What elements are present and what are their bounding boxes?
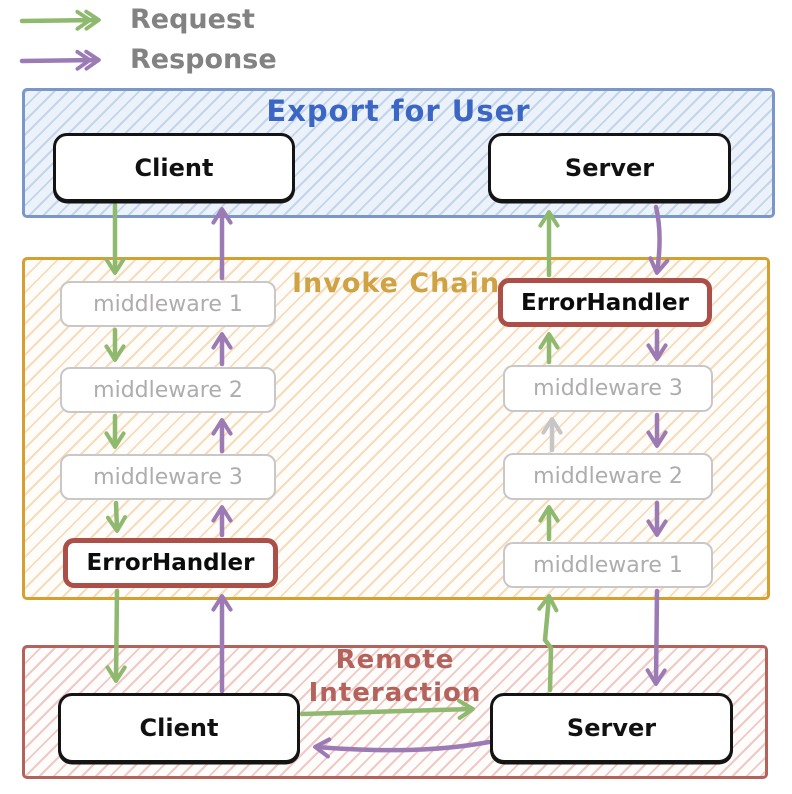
remote-interaction-title-line1: Remote	[335, 645, 455, 675]
legend-request-label: Request	[130, 4, 255, 35]
bottom-client-node: Client	[58, 693, 300, 763]
invoke-chain-title: Invoke Chain	[291, 268, 501, 299]
response-arrow-icon	[19, 60, 98, 61]
left-middleware-2-node: middleware 2	[60, 367, 276, 413]
right-middleware-2-node: middleware 2	[503, 453, 713, 500]
remote-interaction-title: Remote Interaction	[22, 644, 768, 710]
top-server-node: Server	[488, 133, 731, 202]
top-client-node: Client	[53, 133, 295, 202]
export-for-user-title: Export for User	[266, 94, 531, 128]
left-error-handler-node: ErrorHandler	[63, 538, 278, 588]
right-middleware-3-node: middleware 3	[503, 365, 713, 412]
remote-interaction-title-line2: Interaction	[308, 678, 482, 708]
bottom-server-node: Server	[490, 693, 733, 763]
request-arrow-icon	[19, 20, 98, 21]
left-middleware-3-node: middleware 3	[60, 454, 276, 500]
right-middleware-1-node: middleware 1	[503, 542, 713, 588]
legend-response-label: Response	[130, 44, 277, 75]
right-error-handler-node: ErrorHandler	[498, 278, 712, 327]
left-middleware-1-node: middleware 1	[60, 281, 276, 327]
